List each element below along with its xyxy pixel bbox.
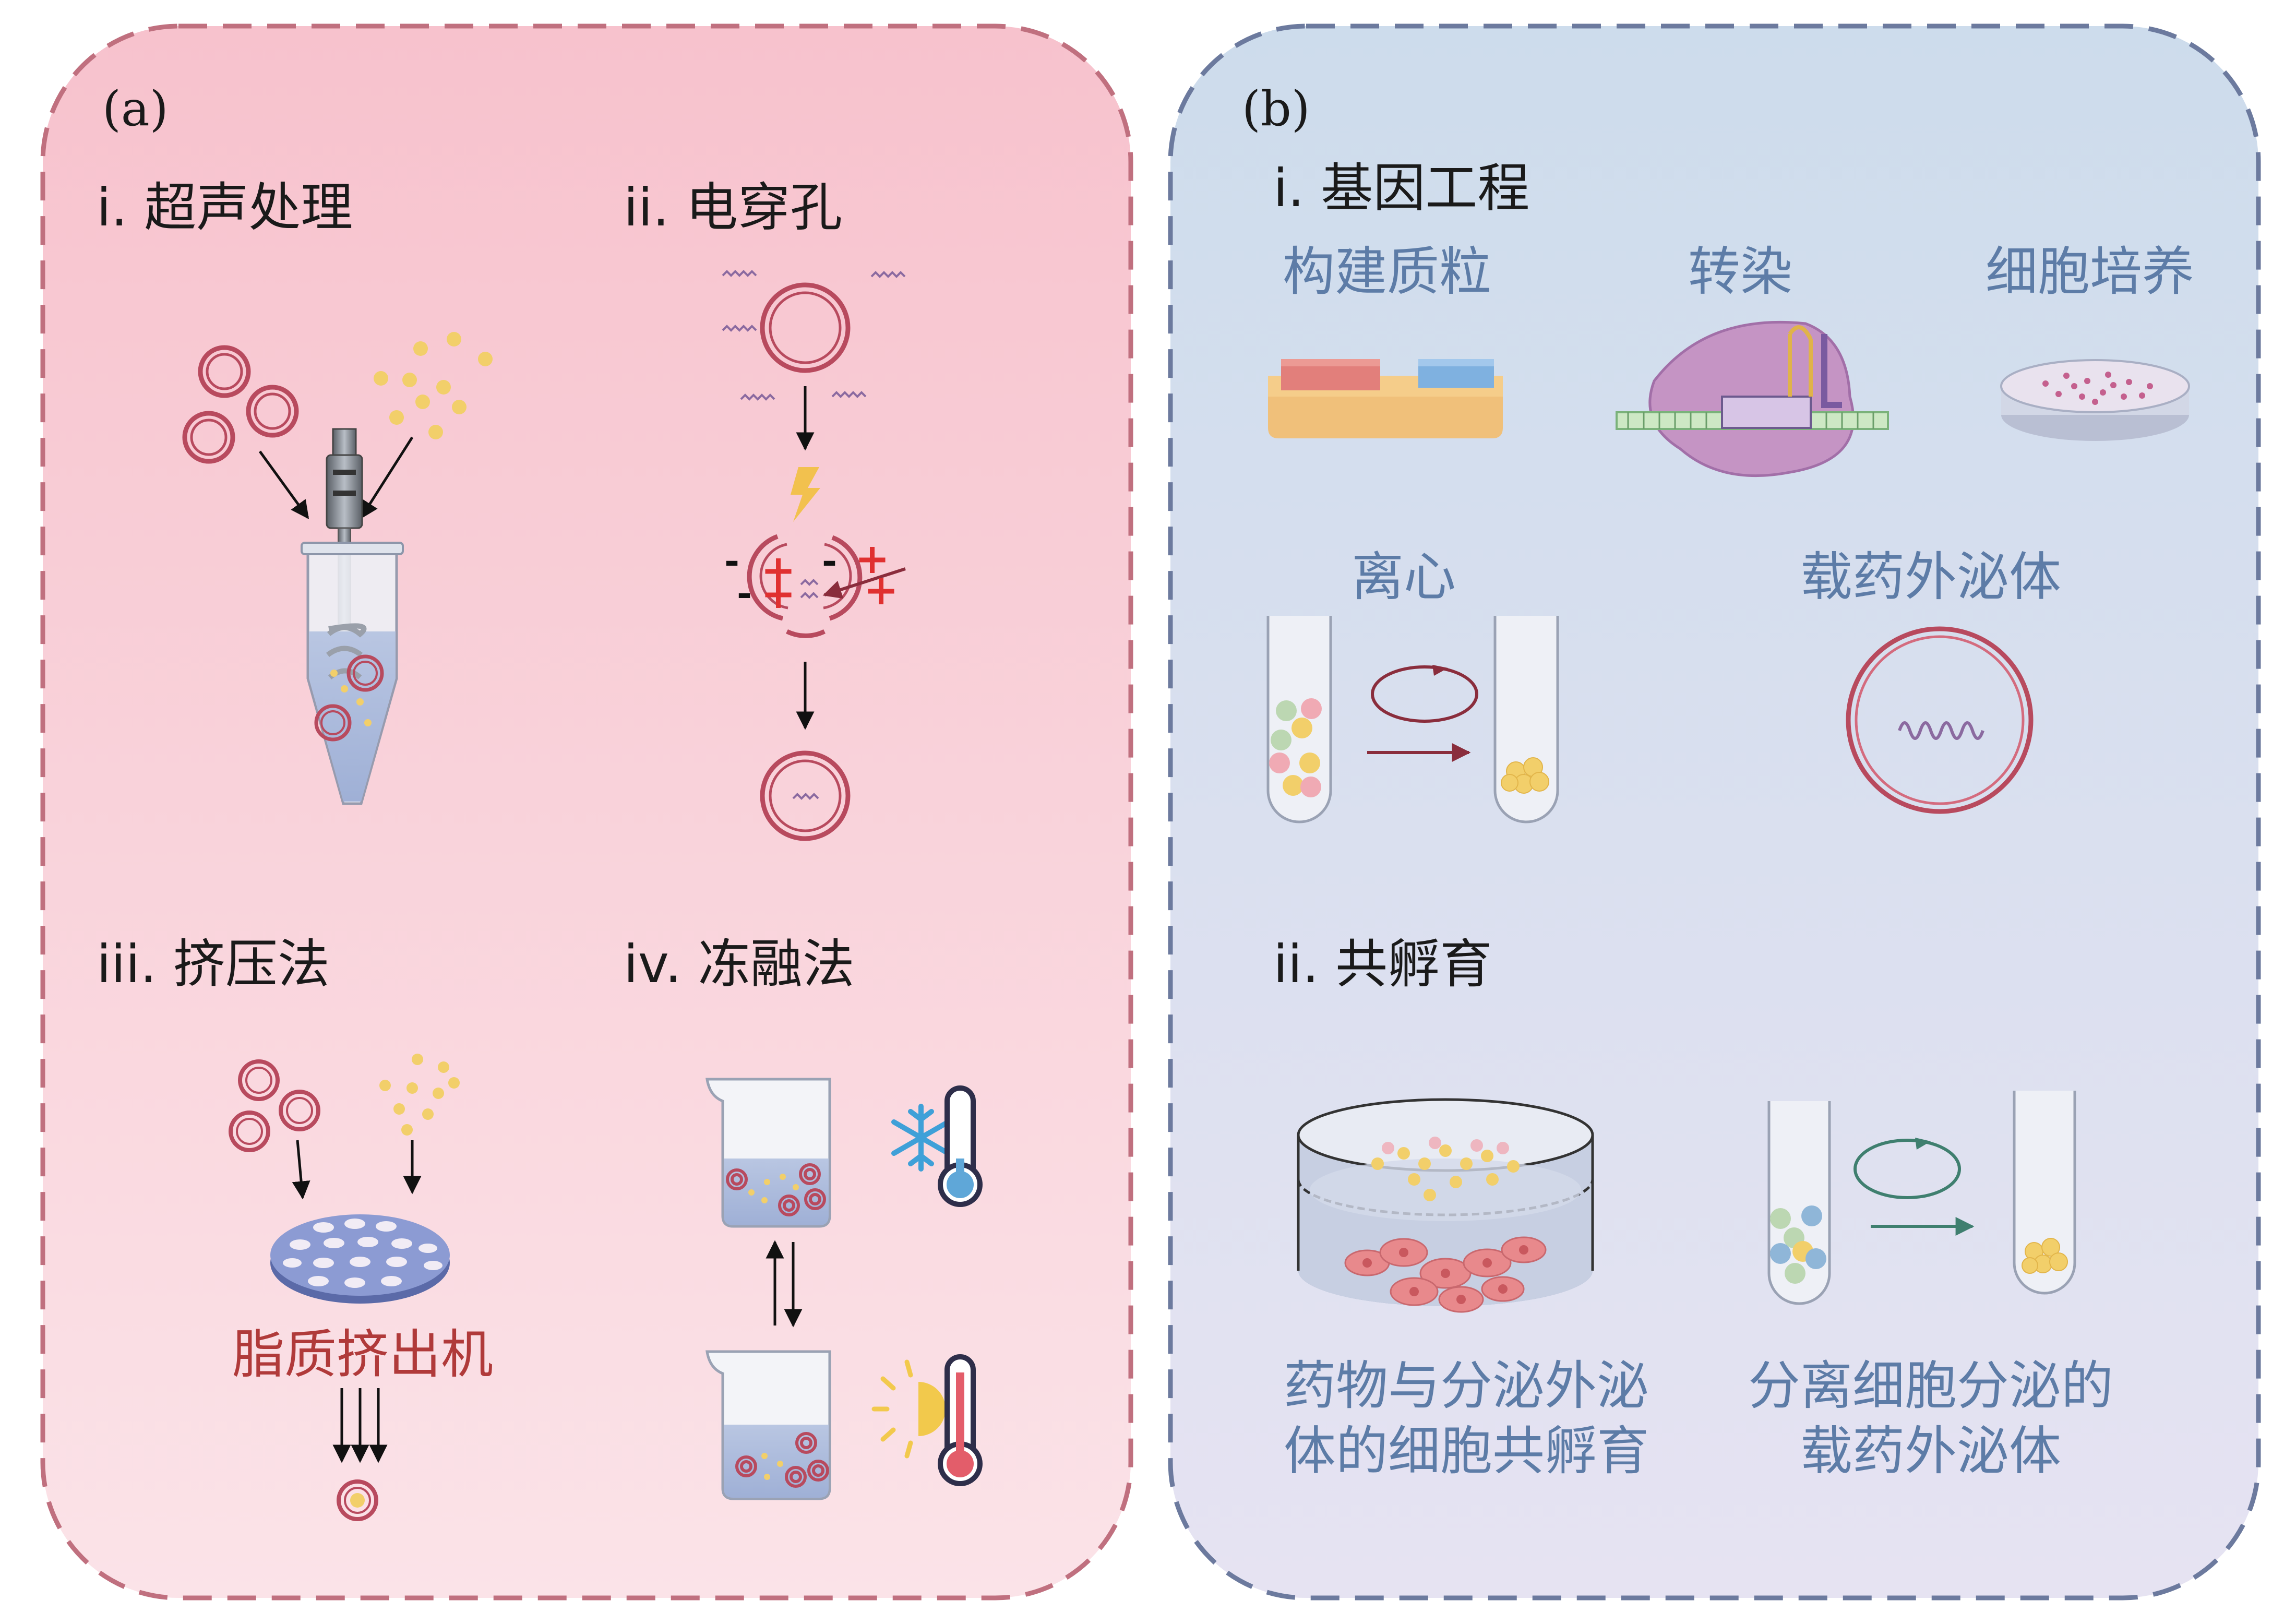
arrow-to-tube-right [360, 436, 414, 519]
plus-sign: + [761, 545, 796, 594]
co-incubation-dish-icon [1297, 1098, 1594, 1313]
petri-dish-icon [2000, 359, 2190, 441]
method-label-freeze-thaw: iv. 冻融法 [624, 934, 855, 995]
method-label-sonication: i. 超声处理 [97, 177, 353, 238]
extruded-exosome-icon [337, 1479, 378, 1521]
plasmid-construct-icon [1268, 359, 1503, 438]
exosome-icon [246, 385, 299, 438]
panel-b: (b) i. 基因工程 构建质粒 转染 细胞培养 [1168, 23, 2261, 1601]
freeze-thaw-beaker-icon [705, 1078, 831, 1228]
drug-dots-group [374, 332, 493, 439]
freeze-thaw-illustration [705, 1078, 983, 1500]
panel-a-label: (a) [102, 81, 169, 137]
minus-sign: - [822, 539, 837, 582]
extrusion-illustration: 脂质挤出机 [229, 1054, 493, 1521]
plus-sign: + [855, 534, 890, 583]
thermometer-cold-icon [938, 1085, 983, 1207]
exosome-icon [198, 345, 251, 398]
conical-tube-icon [301, 542, 404, 805]
minus-sign: - [724, 539, 739, 582]
triple-arrows [332, 1388, 388, 1463]
plus-sign: + [864, 565, 899, 614]
charge-signs: - - - + + + + [724, 534, 899, 618]
panel-a-background [40, 23, 1133, 1601]
method-label-extrusion: iii. 挤压法 [97, 934, 330, 995]
step-label-plasmid: 构建质粒 [1283, 241, 1491, 302]
snowflake-icon [891, 1104, 951, 1172]
freeze-thaw-beaker-icon [705, 1350, 831, 1500]
step-label-transfection: 转染 [1688, 241, 1792, 302]
step-label-cell-culture: 细胞培养 [1986, 241, 2194, 302]
extrusion-membrane-icon [270, 1214, 450, 1304]
arrow-to-tube-left [258, 450, 309, 519]
section-label-co-incubation: ii. 共孵育 [1273, 934, 1492, 995]
rotation-arrow-icon [1371, 665, 1478, 723]
lightning-icon [791, 467, 820, 522]
arrow-into-exosome [822, 567, 906, 599]
thermometer-hot-icon [938, 1354, 983, 1486]
panel-a: (a) i. 超声处理 ii. 电穿孔 iii. 挤压法 iv. 冻融法 [40, 23, 1133, 1601]
transfection-cell-icon [1616, 320, 1889, 477]
exosome-icon [182, 411, 235, 464]
centrifuge-label: 离心 [1352, 546, 1456, 607]
plus-sign: + [761, 569, 796, 618]
minus-sign: - [737, 571, 752, 614]
porated-exosome-icon [747, 534, 863, 638]
extruder-label: 脂质挤出机 [232, 1324, 493, 1385]
caption-isolation-line2: 载药外泌体 [1800, 1420, 2061, 1482]
nucleic-acid-squiggles [722, 270, 906, 401]
exosome-rings-group [182, 345, 299, 464]
electroporation-illustration: - - - + + + + [722, 270, 906, 841]
caption-isolation-line1: 分离细胞分泌的 [1748, 1355, 2113, 1416]
sonication-illustration [182, 332, 493, 805]
isolation-illustration [1767, 1091, 2076, 1305]
panel-b-label: (b) [1242, 81, 1310, 137]
cells-group [1344, 1236, 1547, 1313]
section-label-genetic-engineering: i. 基因工程 [1273, 158, 1529, 219]
loaded-exosome-icon [760, 750, 851, 841]
loaded-exosome-label: 载药外泌体 [1800, 546, 2061, 607]
rotation-arrow-icon [1853, 1139, 1961, 1199]
method-label-electroporation: ii. 电穿孔 [624, 177, 842, 238]
centrifuge-illustration [1266, 616, 1559, 823]
sun-icon [871, 1359, 946, 1459]
exosome-icon [760, 282, 851, 373]
caption-co-incubation-line1: 药物与分泌外泌 [1284, 1355, 1649, 1416]
caption-co-incubation-line2: 体的细胞共孵育 [1284, 1420, 1649, 1482]
loaded-exosome-icon [1846, 626, 2034, 814]
